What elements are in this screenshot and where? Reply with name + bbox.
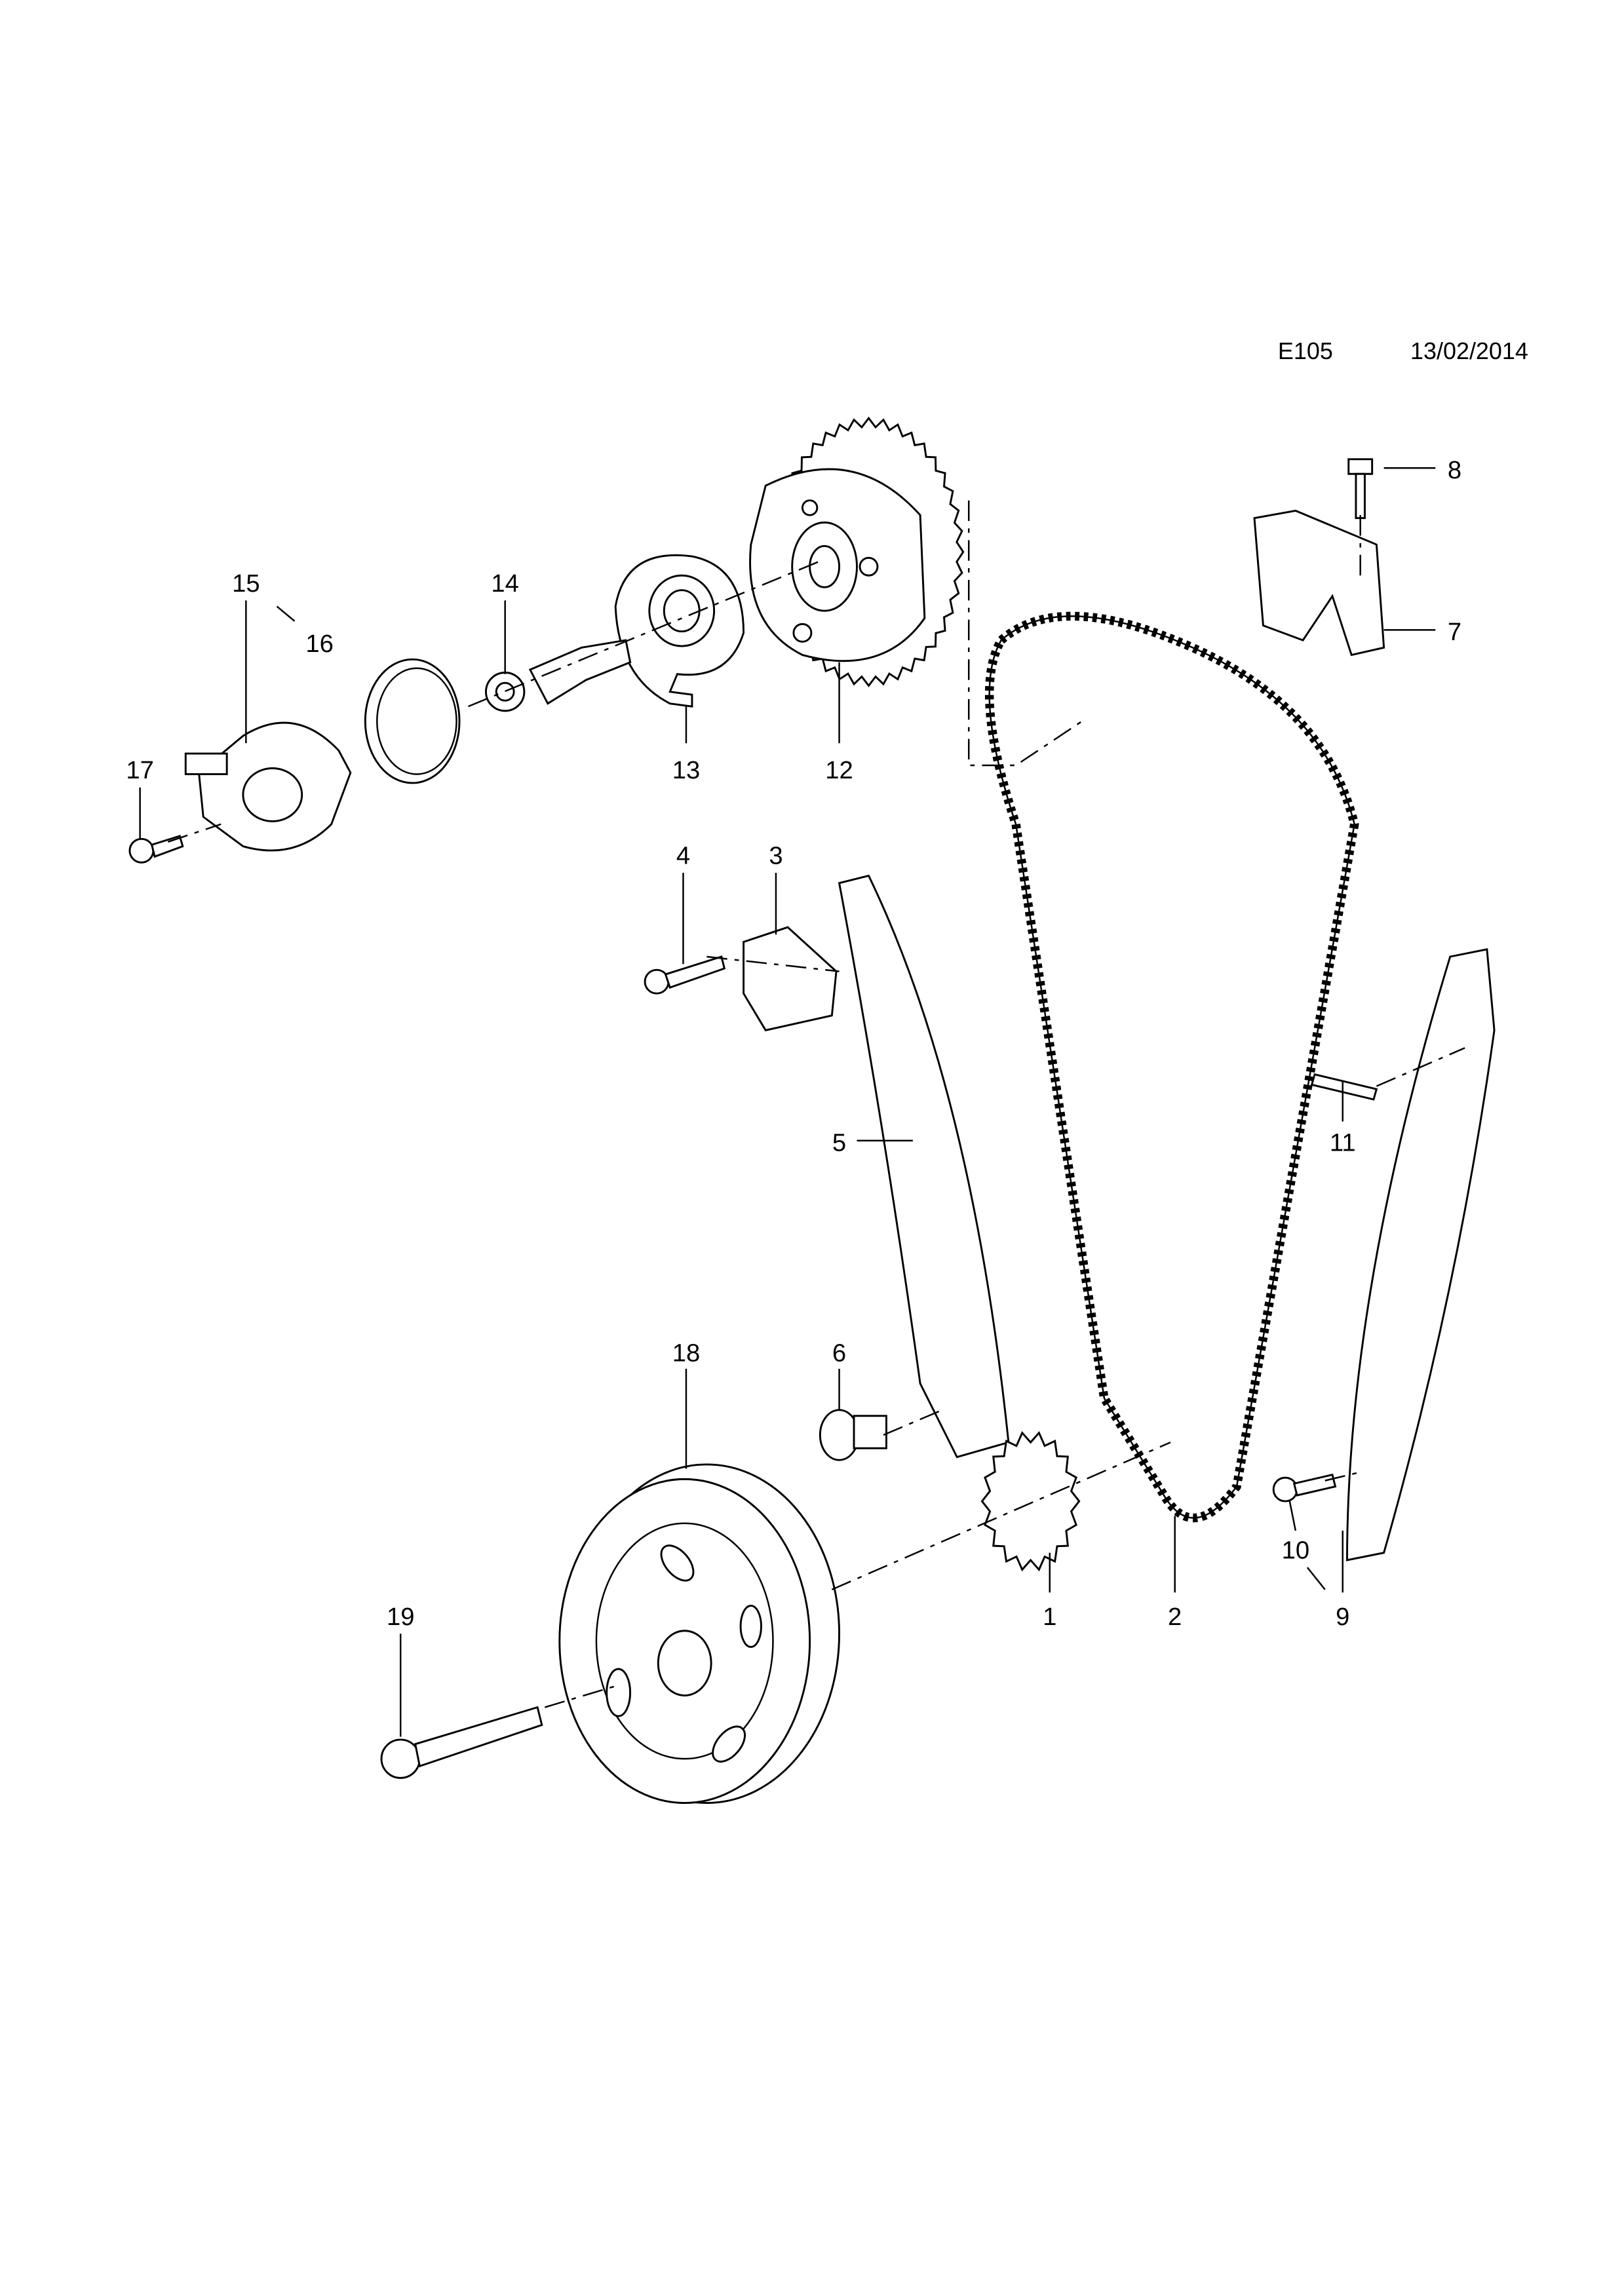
part-2-timing-chain[interactable] [984, 611, 1359, 1523]
gear-teeth [980, 1430, 1081, 1572]
part-7-chain-guide-upper[interactable] [1253, 509, 1385, 657]
callout-17: 17 [126, 756, 153, 784]
part-12-camshaft-adjuster[interactable] [749, 416, 965, 687]
part-13-cover-plate[interactable] [614, 554, 745, 708]
callout-18: 18 [672, 1339, 700, 1368]
callout-3: 3 [769, 841, 783, 870]
part-9-guide-rail[interactable] [1346, 948, 1496, 1561]
callout-6: 6 [832, 1339, 846, 1368]
part-3-chain-tensioner[interactable] [743, 926, 838, 1031]
callout-16: 16 [305, 630, 333, 658]
part-14-control-valve[interactable] [485, 639, 632, 712]
callout-4: 4 [676, 841, 690, 870]
part-16-seal-ring[interactable] [364, 658, 461, 784]
callout-1: 1 [1043, 1603, 1056, 1631]
callout-12: 12 [825, 756, 853, 784]
diagram-code: E105 [1278, 337, 1333, 364]
part-8-bolt[interactable] [1347, 458, 1374, 520]
part-4-bolt[interactable] [644, 955, 726, 995]
callout-14: 14 [491, 569, 518, 598]
part-17-bolt[interactable] [128, 834, 184, 864]
part-19-pulley-bolt[interactable] [380, 1706, 543, 1779]
callout-7: 7 [1448, 618, 1461, 646]
part-5-tensioner-rail[interactable] [838, 874, 1010, 1459]
part-6-pivot-pin[interactable] [819, 1409, 887, 1461]
part-18-crankshaft-pulley[interactable] [558, 1463, 841, 1804]
callout-11: 11 [1330, 1128, 1356, 1157]
part-11-pin[interactable] [1310, 1073, 1378, 1101]
callout-19: 19 [387, 1603, 414, 1631]
diagram-date: 13/02/2014 [1410, 337, 1528, 364]
part-1-crankshaft-sprocket[interactable] [980, 1430, 1081, 1572]
callout-13: 13 [672, 756, 700, 784]
callout-15: 15 [232, 569, 260, 598]
callout-9: 9 [1336, 1603, 1349, 1631]
part-10-bolt[interactable] [1272, 1473, 1337, 1502]
callout-2: 2 [1168, 1603, 1182, 1631]
callout-10: 10 [1282, 1537, 1309, 1565]
leader-lines [139, 467, 1436, 1737]
part-15-actuator-housing[interactable] [184, 721, 352, 852]
callout-5: 5 [832, 1128, 846, 1157]
callout-8: 8 [1448, 456, 1461, 484]
